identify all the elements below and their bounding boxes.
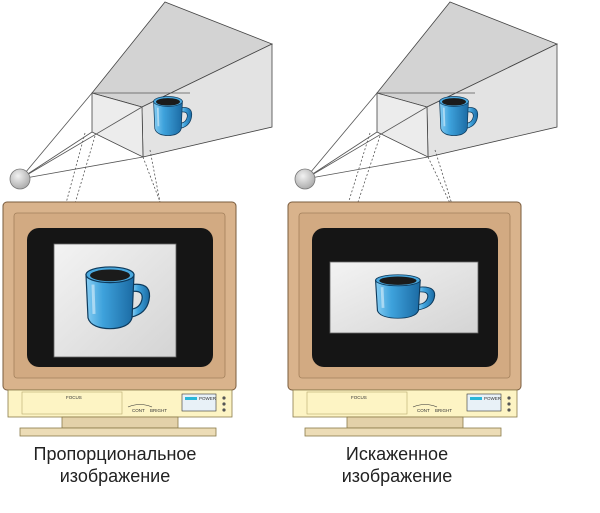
right-projection <box>294 1 558 263</box>
power-label: POWER <box>484 396 502 401</box>
projection-ray <box>19 92 93 180</box>
contrast-slider-icon <box>412 404 438 408</box>
panel-inset <box>21 391 123 415</box>
right-caption-line1: Искаженное <box>346 444 448 464</box>
knob-icon <box>222 408 226 412</box>
panel-inset <box>306 391 408 415</box>
left-caption-line1: Пропорциональное <box>34 444 197 464</box>
projection-ray <box>304 131 378 180</box>
power-label: POWER <box>199 396 217 401</box>
cont-label: CONT <box>417 408 430 413</box>
knob-icon <box>507 402 511 406</box>
projection-ray <box>19 156 144 180</box>
left-caption-line2: изображение <box>60 466 171 486</box>
right-monitor: FOCUS CONT BRIGHT POWER <box>287 201 522 437</box>
projection-ray <box>19 106 143 180</box>
power-indicator <box>185 397 197 400</box>
monitor-stand <box>304 427 502 437</box>
left-monitor: FOCUS CONT BRIGHT POWER <box>2 201 237 437</box>
projection-ray <box>304 156 429 180</box>
bright-label: BRIGHT <box>150 408 167 413</box>
focus-label: FOCUS <box>66 395 82 400</box>
knob-icon <box>507 408 511 412</box>
cont-label: CONT <box>132 408 145 413</box>
viewpoint-icon <box>9 168 31 190</box>
mapping-line <box>54 132 86 245</box>
monitor-neck <box>346 416 464 429</box>
projection-ray <box>304 106 428 180</box>
monitor-stand <box>19 427 217 437</box>
knob-icon <box>222 396 226 400</box>
viewpoint-icon <box>294 168 316 190</box>
bright-label: BRIGHT <box>435 408 452 413</box>
projection-ray <box>19 131 93 180</box>
right-caption-line2: изображение <box>342 466 453 486</box>
monitor-neck <box>61 416 179 429</box>
contrast-slider-icon <box>127 404 153 408</box>
focus-label: FOCUS <box>351 395 367 400</box>
projection-ray <box>304 92 378 180</box>
left-projection <box>9 1 273 245</box>
knob-icon <box>507 396 511 400</box>
knob-icon <box>222 402 226 406</box>
power-indicator <box>470 397 482 400</box>
